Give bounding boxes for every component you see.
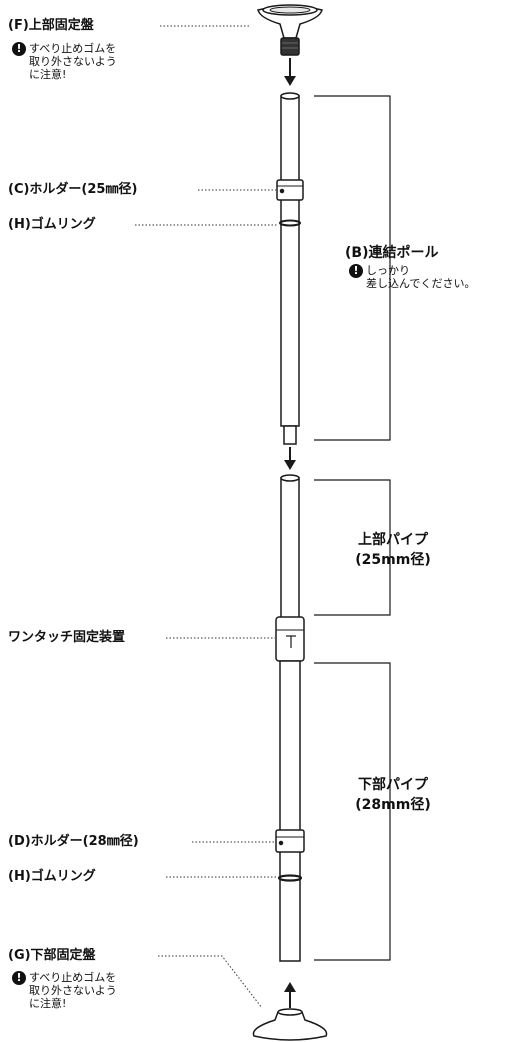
warning-pole-line-2: 差し込んでください。: [366, 277, 476, 290]
warning-top-line-2: 取り外さないよう: [29, 55, 117, 68]
warning-pole-line-1: しっかり: [366, 264, 410, 277]
label-g-lower-plate: (G)下部固定盤: [8, 948, 96, 963]
label-h-ring-top: (H)ゴムリング: [8, 217, 96, 232]
down-arrow-icon: [284, 447, 296, 470]
label-lower-pipe: 下部パイプ (28mm径): [338, 775, 448, 815]
upper-pipe-name: 上部パイプ: [358, 532, 428, 548]
label-c-holder: (C)ホルダー(25㎜径): [8, 182, 138, 197]
lower-pipe: [275, 660, 305, 962]
up-arrow-icon: [284, 982, 296, 1008]
connecting-pole: [276, 92, 304, 445]
label-d-holder: (D)ホルダー(28㎜径): [8, 834, 139, 849]
label-f-upper-plate: (F)上部固定盤: [8, 18, 94, 33]
down-arrow-icon: [284, 58, 296, 86]
exclamation-circle-icon: !: [12, 971, 26, 985]
upper-pipe: [280, 474, 300, 619]
lower-pipe-name: 下部パイプ: [358, 777, 428, 793]
warning-bottom: ! すべり止めゴムを 取り外さないよう に注意!: [12, 971, 117, 1010]
bracket-b-pole: [314, 95, 391, 441]
exclamation-circle-icon: !: [12, 42, 26, 56]
label-one-touch: ワンタッチ固定装置: [8, 630, 126, 645]
bracket-upper-pipe: [314, 479, 391, 616]
warning-top: ! すべり止めゴムを 取り外さないよう に注意!: [12, 42, 117, 81]
one-touch-fixing-device: [275, 616, 305, 662]
upper-fixing-plate: [257, 4, 323, 56]
leader-lines: [135, 25, 278, 1009]
lower-pipe-diameter: (28mm径): [355, 797, 431, 813]
warning-bottom-line-2: 取り外さないよう: [29, 984, 117, 997]
warning-top-line-1: すべり止めゴムを: [29, 42, 117, 55]
warning-bottom-line-1: すべり止めゴムを: [29, 971, 117, 984]
upper-pipe-diameter: (25mm径): [355, 552, 431, 568]
label-upper-pipe: 上部パイプ (25mm径): [338, 530, 448, 570]
label-h-ring-bottom: (H)ゴムリング: [8, 869, 96, 884]
exclamation-circle-icon: !: [349, 264, 363, 278]
bracket-lower-pipe: [314, 662, 391, 961]
warning-pole: ! しっかり 差し込んでください。: [349, 264, 476, 290]
lower-fixing-plate: [252, 1008, 328, 1041]
warning-bottom-line-3: に注意!: [29, 997, 67, 1010]
warning-top-line-3: に注意!: [29, 68, 67, 81]
label-b-pole: (B)連結ポール: [345, 245, 439, 261]
